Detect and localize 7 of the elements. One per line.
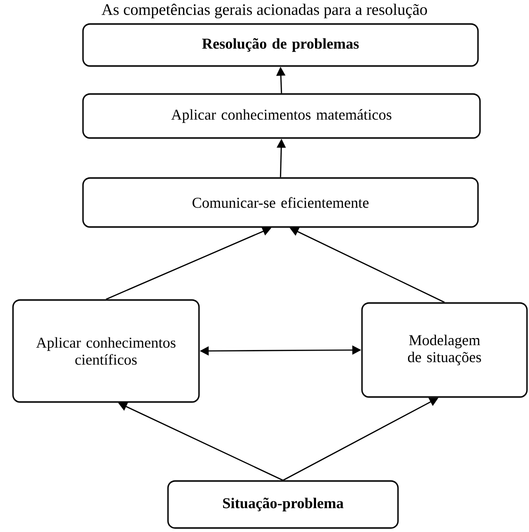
process-box: Comunicar-se eficientemente xyxy=(82,177,479,228)
process-box: Aplicar conhecimentos matemáticos xyxy=(82,93,481,139)
title: As competências gerais acionadas para a resolução xyxy=(102,4,427,18)
process-box: Aplicar conhecimentos científicos xyxy=(12,299,200,403)
process-box: Modelagem de situações xyxy=(361,302,528,398)
process-box: Situação-problema xyxy=(167,480,399,529)
process-box: Resolução de problemas xyxy=(82,23,479,67)
